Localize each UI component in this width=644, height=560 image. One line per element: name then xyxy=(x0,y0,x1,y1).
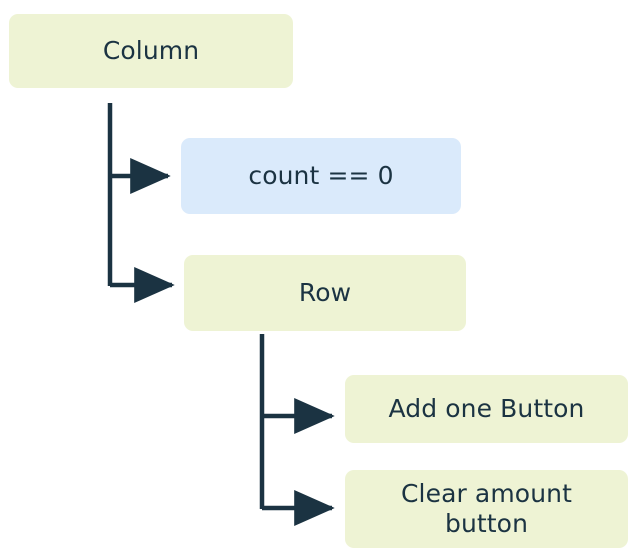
node-clear-amount-button-label: Clear amount button xyxy=(401,478,572,539)
node-row[interactable]: Row xyxy=(184,255,466,331)
node-condition-label: count == 0 xyxy=(248,160,394,190)
node-add-one-button[interactable]: Add one Button xyxy=(345,375,628,443)
node-row-label: Row xyxy=(298,277,352,307)
node-condition[interactable]: count == 0 xyxy=(181,138,461,214)
node-clear-amount-button[interactable]: Clear amount button xyxy=(345,470,628,548)
node-add-one-button-label: Add one Button xyxy=(388,393,585,423)
node-column-label: Column xyxy=(102,35,200,65)
node-column[interactable]: Column xyxy=(9,14,293,88)
